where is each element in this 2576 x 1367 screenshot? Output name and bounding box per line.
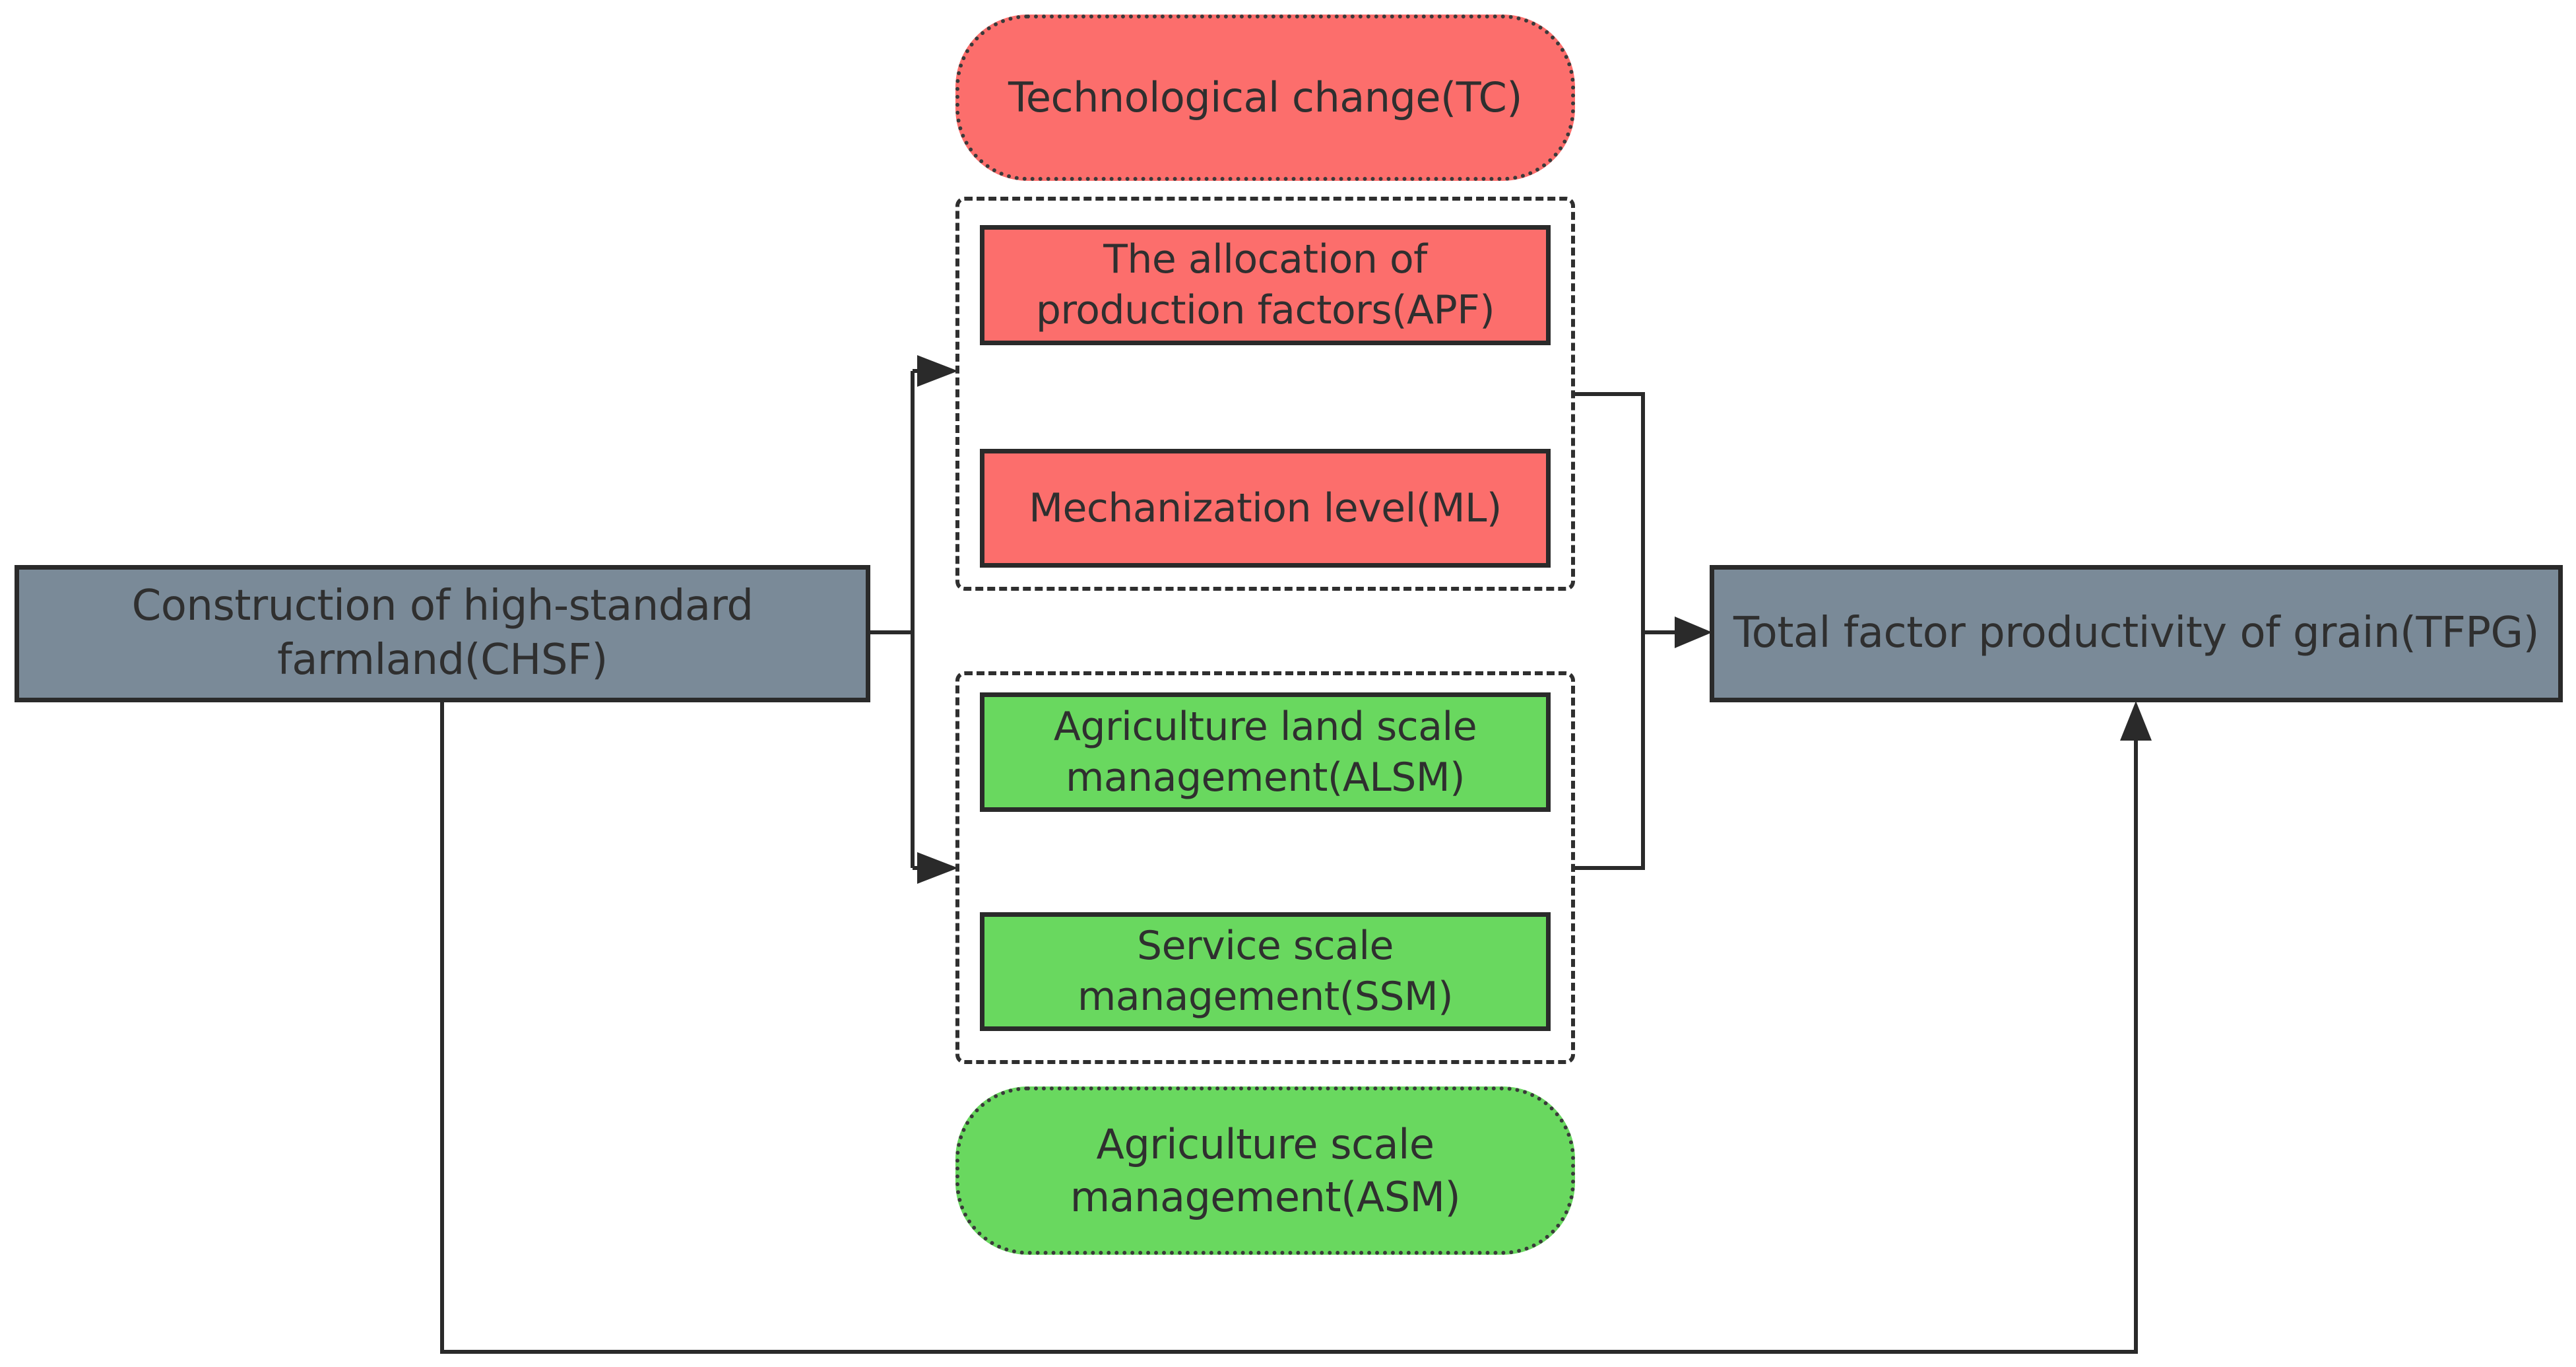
tfpg-label: Total factor productivity of grain(TFPG) bbox=[1733, 609, 2540, 658]
arrowhead-direct-to-tfpg bbox=[2120, 701, 2152, 741]
apf-node: The allocation of production factors(APF… bbox=[980, 225, 1551, 345]
arrowhead-to-asm-group bbox=[917, 852, 958, 884]
asm-node: Agriculture scale management(ASM) bbox=[955, 1086, 1575, 1255]
arrowhead-to-tfpg bbox=[1675, 617, 1712, 648]
asm-mediator-group bbox=[955, 671, 1575, 1064]
apf-label: The allocation of production factors(APF… bbox=[1035, 236, 1495, 333]
arrowhead-to-tc-group bbox=[917, 355, 958, 387]
tfpg-node: Total factor productivity of grain(TFPG) bbox=[1710, 565, 2563, 702]
ml-label: Mechanization level(ML) bbox=[1029, 484, 1502, 531]
chsf-node: Construction of high-standard farmland(C… bbox=[15, 565, 870, 702]
ssm-node: Service scale management(SSM) bbox=[980, 912, 1551, 1031]
edge-direct-effect bbox=[440, 701, 2138, 1354]
chsf-label: Construction of high-standard farmland(C… bbox=[131, 582, 754, 684]
tc-node: Technological change(TC) bbox=[955, 15, 1575, 181]
asm-label: Agriculture scale management(ASM) bbox=[1070, 1120, 1461, 1221]
ml-node: Mechanization level(ML) bbox=[980, 449, 1551, 568]
tc-label: Technological change(TC) bbox=[1008, 73, 1522, 122]
tc-mediator-group bbox=[955, 197, 1575, 591]
ssm-label: Service scale management(SSM) bbox=[1077, 923, 1454, 1020]
alsm-node: Agriculture land scale management(ALSM) bbox=[980, 692, 1551, 812]
edge-tc-group-out bbox=[1575, 392, 1645, 870]
alsm-label: Agriculture land scale management(ALSM) bbox=[1053, 703, 1477, 801]
